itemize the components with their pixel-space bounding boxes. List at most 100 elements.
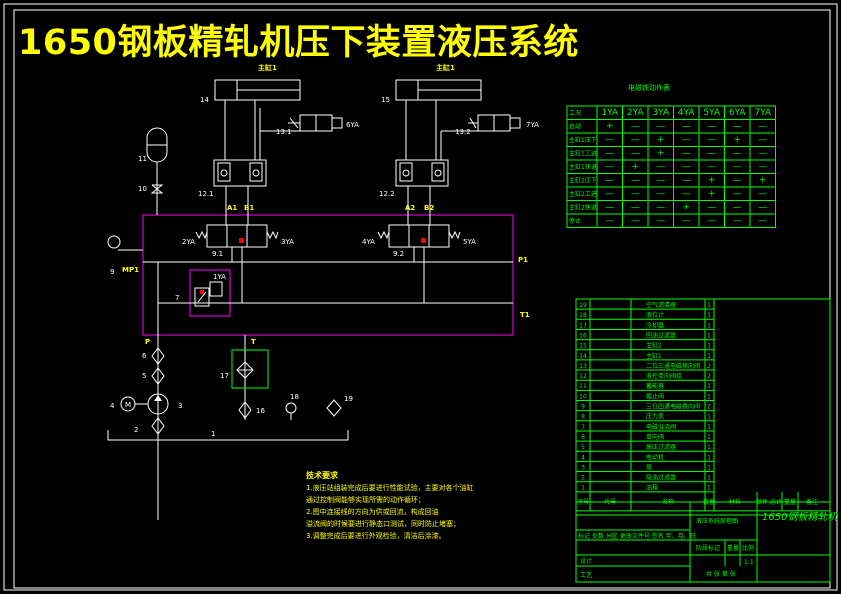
level-gauge-18: 18: [285, 393, 299, 420]
solenoid-table-cell: —: [707, 216, 716, 226]
directional-valve-9-2: 4YA 5YA 9.2: [362, 224, 476, 262]
label-12-2: 12.2: [379, 190, 395, 198]
solenoid-table-title: 电磁铁动作表: [628, 83, 670, 92]
solenoid-table-cell: —: [733, 162, 742, 172]
parts-row-name: 主缸1: [646, 352, 662, 360]
parts-row-qty: 1: [707, 383, 711, 390]
parts-row-number: 6: [581, 434, 585, 441]
parts-row-qty: 1: [707, 312, 711, 319]
note-line-5: 3.调整完成后要进行外观检验，清洁后涂漆。: [306, 531, 446, 540]
parts-row-qty: 1: [707, 434, 711, 441]
design-label: 设计: [580, 557, 592, 565]
solenoid-table-cell: —: [631, 203, 640, 213]
solenoid-table-cell: —: [656, 162, 665, 172]
return-filter-16: 16: [238, 401, 265, 419]
parts-row-qty: 1: [707, 332, 711, 339]
solenoid-table-cell: —: [758, 189, 767, 199]
motor-4: M 4: [110, 396, 148, 412]
technical-notes: 技术要求 1.液压站组装完成后要进行性能试验，主要对各个油缸 通过控制阀能够实现…: [306, 470, 474, 540]
solenoid-table-cell: —: [656, 122, 665, 132]
parts-row-name: 蓄能器: [646, 382, 664, 390]
parts-row-number: 8: [581, 414, 585, 421]
label-1ya: 1YA: [213, 273, 226, 281]
label-4ya: 4YA: [362, 238, 375, 246]
solenoid-table-cell: +: [606, 122, 614, 132]
svg-text:M: M: [125, 401, 131, 409]
parts-row-name: 油箱: [646, 484, 658, 492]
parts-row-qty: 1: [707, 393, 711, 400]
parts-row-number: 18: [579, 312, 587, 319]
solenoid-table-cell: +: [708, 189, 716, 199]
solenoid-table-cell: —: [707, 162, 716, 172]
filter-5: 5: [142, 367, 165, 385]
process-label: 工艺: [580, 571, 592, 579]
solenoid-table-cell: —: [733, 203, 742, 213]
air-filter-19: 19: [326, 395, 353, 417]
valve-block-boundary: [142, 214, 514, 336]
parts-row-name: 三位四通电磁换向阀: [646, 403, 700, 411]
solenoid-table-cell: 主缸2快退: [569, 204, 597, 212]
parts-row-name: 高压过滤器: [646, 443, 676, 451]
label-6ya: 6YA: [346, 121, 359, 129]
parts-row-number: 1: [581, 485, 585, 492]
solenoid-table-cell: —: [682, 122, 691, 132]
parts-row-qty: 1: [707, 302, 711, 309]
sheet-label: 共 张 第 张: [706, 570, 736, 578]
label-9-1: 9.1: [212, 250, 223, 258]
label-14: 14: [200, 96, 209, 104]
port-mp1: MP1: [122, 266, 139, 274]
solenoid-table-header-cell: 工况: [569, 110, 581, 117]
solenoid-table-cell: —: [605, 176, 614, 186]
solenoid-table-cell: —: [656, 176, 665, 186]
check-valve-12-2: 12.2: [379, 159, 449, 205]
solenoid-table-header-cell: 4YA: [678, 108, 696, 118]
port-p: P: [145, 338, 150, 346]
solenoid-table-cell: —: [605, 203, 614, 213]
solenoid-table-cell: —: [682, 135, 691, 145]
cylinder-2-label: 主缸1: [436, 63, 455, 72]
parts-row-number: 3: [581, 464, 585, 471]
parts-row-name: 电动机: [646, 453, 664, 461]
label-1: 1: [211, 430, 215, 438]
parts-row-number: 14: [579, 353, 587, 360]
solenoid-table-cell: —: [656, 216, 665, 226]
solenoid-table-cell: —: [758, 203, 767, 213]
solenoid-table-cell: —: [682, 189, 691, 199]
solenoid-table-cell: —: [733, 176, 742, 186]
solenoid-table-cell: —: [631, 122, 640, 132]
solenoid-table-cell: —: [682, 176, 691, 186]
solenoid-table-cell: —: [733, 216, 742, 226]
parts-row-number: 13: [579, 363, 587, 370]
parts-row-qty: 1: [707, 485, 711, 492]
outer-frame: [3, 3, 838, 591]
solenoid-table-cell: +: [759, 176, 767, 186]
port-b2: B2: [424, 204, 434, 212]
filter-2: 2: [134, 417, 165, 435]
solenoid-table-header-cell: 2YA: [627, 108, 645, 118]
parts-row-qty: 1: [707, 475, 711, 482]
parts-row-name: 空气滤清器: [646, 301, 676, 309]
parts-row-number: 12: [579, 373, 587, 380]
port-a2: A2: [405, 204, 415, 212]
solenoid-table-cell: 主缸1工进: [569, 150, 597, 158]
solenoid-table-cell: —: [631, 189, 640, 199]
parts-row-number: 10: [579, 393, 587, 400]
solenoid-table-cell: +: [657, 149, 665, 159]
parts-row-name: 主缸2: [646, 342, 662, 350]
solenoid-table-cell: +: [682, 203, 690, 213]
label-10: 10: [138, 185, 147, 193]
solenoid-table-header-cell: 7YA: [754, 108, 772, 118]
parts-row-number: 17: [579, 322, 587, 329]
solenoid-table-cell: +: [631, 162, 639, 172]
notes-heading: 技术要求: [306, 470, 339, 480]
solenoid-table-cell: +: [657, 135, 665, 145]
solenoid-table-cell: —: [733, 189, 742, 199]
solenoid-table-cell: —: [631, 176, 640, 186]
label-17: 17: [220, 372, 229, 380]
parts-row-name: 截止阀: [646, 392, 664, 400]
parts-row-qty: 1: [707, 343, 711, 350]
label-5ya: 5YA: [463, 238, 476, 246]
